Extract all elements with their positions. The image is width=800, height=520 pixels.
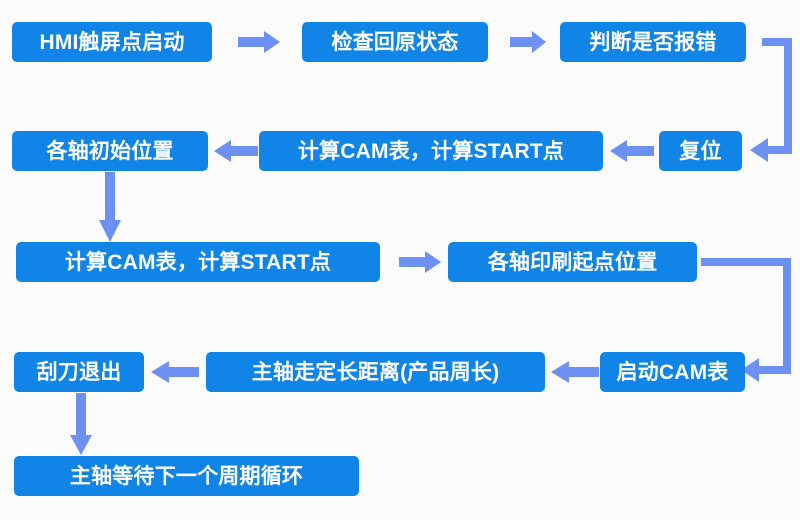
- flow-node-start-cam-table[interactable]: 启动CAM表: [600, 352, 745, 392]
- flow-node-axis-initial-position[interactable]: 各轴初始位置: [12, 131, 208, 171]
- connector-elbow-n8-n9: [697, 246, 798, 386]
- arrow-right-n1-n2: [238, 31, 280, 53]
- arrow-left-n4-n5: [610, 140, 654, 162]
- connector-elbow-n3-n4: [746, 26, 798, 166]
- arrow-down-n6-n7: [99, 172, 121, 242]
- flow-node-calc-cam-start-2[interactable]: 计算CAM表，计算START点: [16, 242, 380, 282]
- flow-node-spindle-wait-next-cycle[interactable]: 主轴等待下一个周期循环: [14, 456, 359, 496]
- flow-node-hmi-start[interactable]: HMI触屏点启动: [12, 22, 212, 62]
- flow-node-reset[interactable]: 复位: [659, 131, 742, 171]
- flow-node-check-home-state[interactable]: 检查回原状态: [302, 22, 488, 62]
- arrow-right-n7-n8: [399, 251, 441, 273]
- arrow-left-n9-n10: [551, 361, 599, 383]
- flow-node-spindle-fixed-length[interactable]: 主轴走定长距离(产品周长): [206, 352, 545, 392]
- arrow-down-n11-n12: [70, 393, 92, 455]
- flow-node-calc-cam-start-1[interactable]: 计算CAM表，计算START点: [259, 131, 603, 171]
- flow-node-judge-error[interactable]: 判断是否报错: [560, 22, 746, 62]
- flow-node-axis-print-start-position[interactable]: 各轴印刷起点位置: [448, 242, 697, 282]
- arrow-left-n5-n6: [214, 140, 258, 162]
- arrow-right-n2-n3: [510, 31, 546, 53]
- flow-node-scraper-exit[interactable]: 刮刀退出: [14, 352, 144, 392]
- arrow-left-n10-n11: [151, 361, 199, 383]
